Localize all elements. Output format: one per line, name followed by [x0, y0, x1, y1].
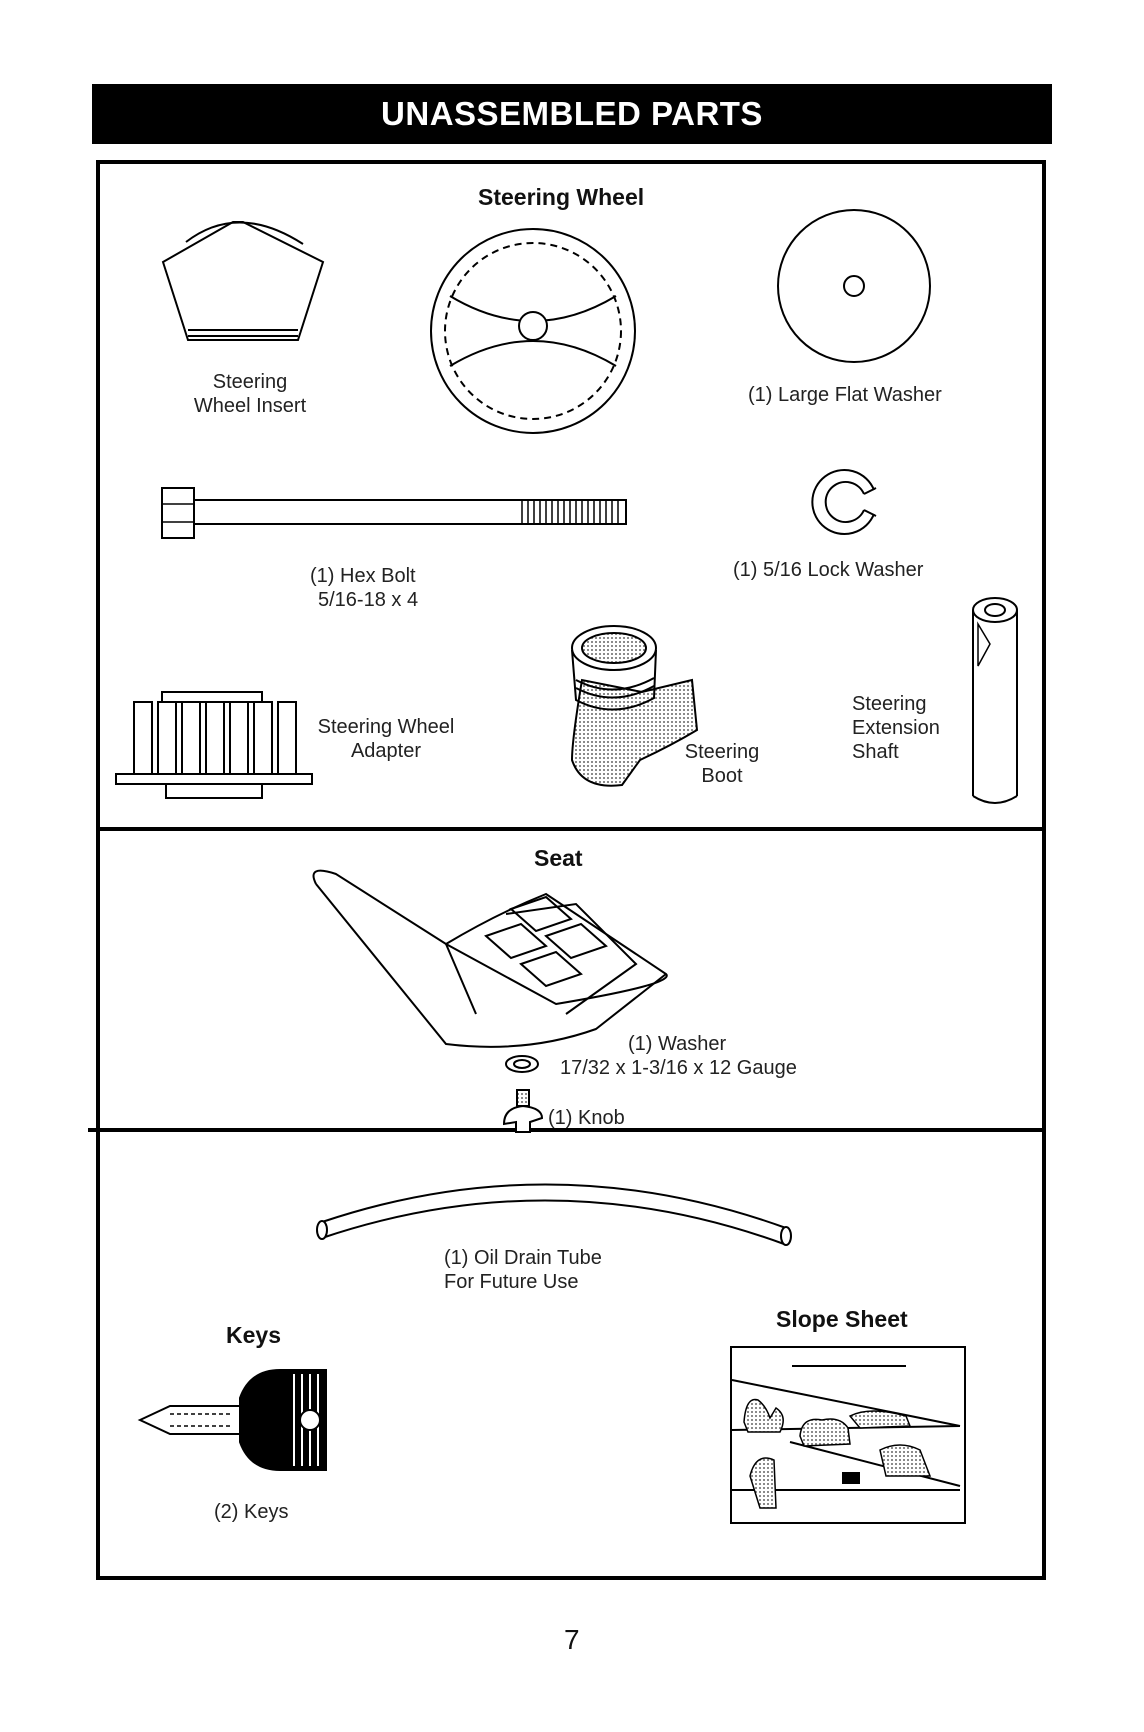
knob-icon [500, 1088, 546, 1136]
key-icon [130, 1368, 330, 1474]
washer-icon [504, 1054, 540, 1074]
wheel-insert-label: Steering Wheel Insert [180, 370, 320, 418]
slope-sheet-heading: Slope Sheet [776, 1306, 908, 1333]
large-flat-washer-icon [774, 206, 934, 366]
oil-drain-tube-label: (1) Oil Drain Tube For Future Use [444, 1246, 602, 1294]
lock-washer-icon [804, 462, 884, 542]
banner-title: UNASSEMBLED PARTS [381, 95, 763, 133]
washer-label: (1) Washer 17/32 x 1-3/16 x 12 Gauge [560, 1032, 797, 1080]
lock-washer-label: (1) 5/16 Lock Washer [733, 558, 923, 582]
slope-sheet-icon [730, 1346, 966, 1524]
large-flat-washer-label: (1) Large Flat Washer [748, 383, 942, 407]
seat-icon [296, 854, 676, 1054]
steering-wheel-insert-icon [158, 212, 328, 352]
steering-boot-label: Steering Boot [672, 740, 772, 788]
wheel-adapter-label: Steering Wheel Adapter [306, 715, 466, 763]
steering-wheel-adapter-icon [114, 688, 314, 800]
extension-shaft-label: Steering Extension Shaft [852, 692, 940, 764]
hex-bolt-icon [160, 484, 630, 544]
keys-heading: Keys [226, 1322, 281, 1349]
keys-label: (2) Keys [214, 1500, 288, 1524]
extension-shaft-icon [970, 596, 1020, 810]
hex-bolt-label: (1) Hex Bolt 5/16-18 x 4 [310, 564, 450, 612]
knob-label: (1) Knob [548, 1106, 625, 1130]
section-divider-1 [96, 827, 1046, 831]
steering-wheel-heading: Steering Wheel [478, 184, 644, 211]
section-banner: UNASSEMBLED PARTS [92, 84, 1052, 144]
page-number: 7 [564, 1624, 580, 1656]
oil-drain-tube-icon [314, 1174, 794, 1244]
steering-wheel-icon [428, 226, 638, 436]
